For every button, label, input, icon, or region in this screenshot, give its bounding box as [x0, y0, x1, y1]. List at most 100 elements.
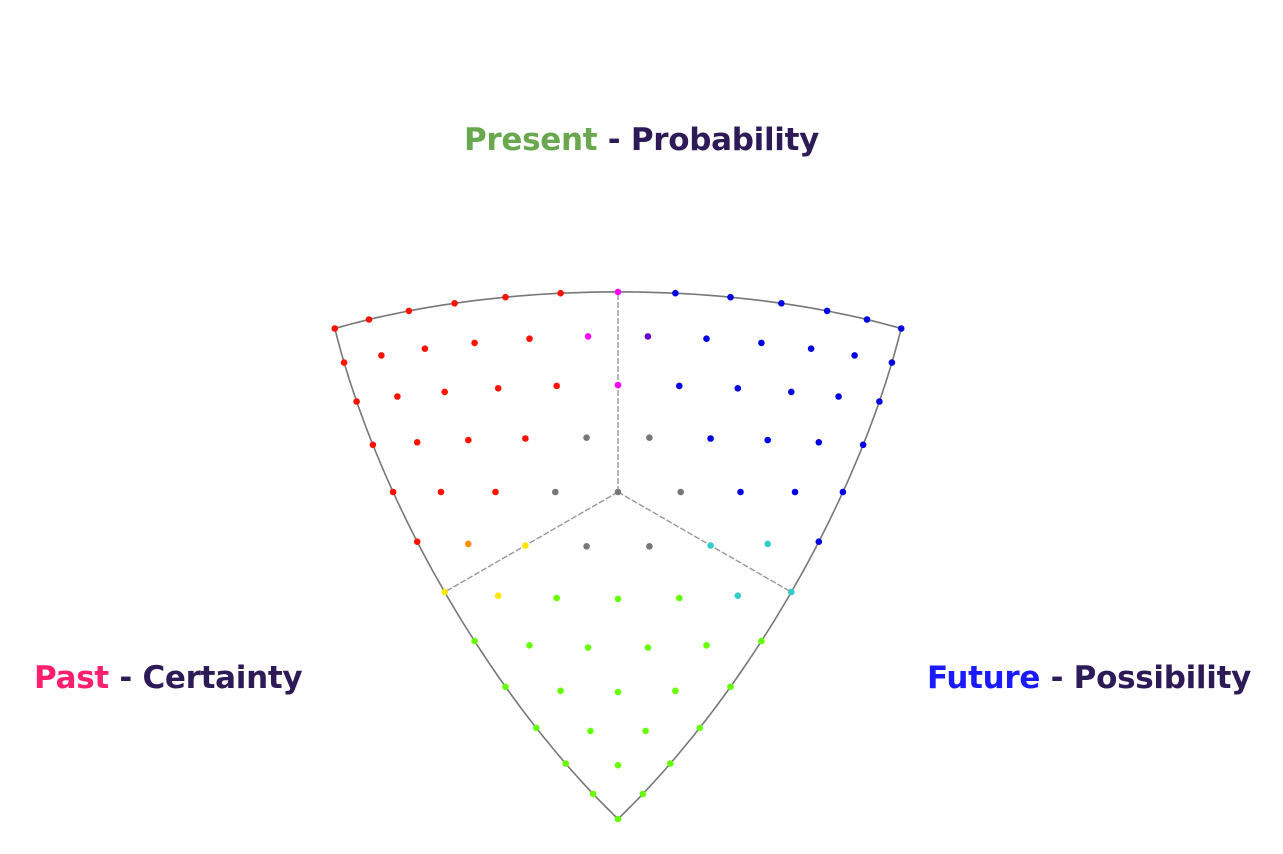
grid-dot [758, 637, 765, 645]
divider-line [617, 491, 792, 593]
grid-dot [533, 724, 540, 732]
grid-dot [677, 488, 684, 496]
grid-dot [584, 644, 592, 651]
grid-dot [897, 325, 905, 332]
grid-dot [851, 352, 858, 359]
grid-dot [471, 339, 478, 347]
grid-dot [614, 488, 622, 496]
grid-dot [562, 760, 569, 767]
label-probability: Probability [630, 122, 820, 158]
label-sep: - [108, 660, 143, 696]
label-past-certainty: Past - Certainty [34, 660, 303, 696]
grid-dot [734, 592, 742, 599]
grid-dot [734, 385, 742, 392]
grid-dot [552, 488, 559, 496]
grid-dot [672, 289, 679, 297]
grid-dot [644, 333, 652, 340]
grid-dot [764, 540, 771, 548]
label-present: Present [463, 122, 598, 158]
divider-line [444, 491, 619, 593]
grid-dot [471, 637, 478, 645]
grid-dot [557, 289, 564, 297]
grid-dot [441, 388, 449, 396]
grid-dot [353, 398, 360, 405]
label-certainty: Certainty [142, 660, 303, 696]
grid-dot [672, 687, 679, 695]
grid-dot [788, 388, 795, 396]
grid-dot [788, 588, 795, 596]
grid-dot [667, 760, 674, 767]
grid-dot [676, 594, 683, 602]
grid-dot [389, 488, 397, 496]
grid-dot [737, 488, 744, 496]
grid-dot [522, 542, 529, 549]
grid-dot [492, 488, 499, 496]
grid-dot [465, 436, 472, 444]
label-sep: - [1040, 660, 1074, 696]
grid-dot [331, 325, 339, 332]
grid-dot [583, 543, 590, 550]
label-future-possibility: Future - Possibility [927, 660, 1251, 696]
grid-dot [369, 441, 377, 449]
grid-dot [614, 688, 622, 696]
grid-dot [526, 335, 533, 343]
grid-dot [589, 790, 597, 798]
grid-dot [707, 542, 714, 549]
grid-dot [365, 316, 373, 323]
grid-dot [451, 300, 458, 307]
label-sep: - [597, 122, 631, 158]
label-past: Past [34, 660, 109, 696]
grid-dot [614, 815, 622, 823]
grid-dot [413, 439, 421, 446]
grid-dot [639, 790, 647, 798]
grid-dot [676, 382, 683, 390]
label-future: Future [927, 660, 1041, 696]
grid-dot [859, 441, 867, 449]
grid-dot [815, 538, 823, 545]
grid-dot [340, 359, 348, 366]
grid-dot [614, 288, 622, 296]
grid-dot [758, 339, 765, 347]
grid-dot [863, 316, 871, 323]
grid-dot [815, 439, 823, 446]
grid-dot [642, 727, 649, 735]
grid-dot [823, 307, 831, 315]
grid-dot [727, 683, 734, 691]
grid-dot [764, 436, 771, 444]
grid-dot [644, 644, 652, 651]
grid-dot [584, 333, 592, 340]
grid-dot [526, 642, 533, 649]
grid-dot [413, 538, 421, 545]
grid-dot [421, 345, 429, 353]
grid-dot [888, 359, 896, 366]
grid-dot [587, 727, 594, 735]
grid-dot [614, 595, 622, 603]
grid-dot [703, 642, 710, 649]
grid-dot [835, 393, 842, 400]
grid-dot [553, 382, 560, 390]
grid-dot [553, 594, 560, 602]
grid-dot [494, 385, 502, 392]
grid-dot [465, 540, 472, 548]
grid-dot [614, 761, 622, 769]
grid-dot [646, 543, 653, 550]
grid-dot [839, 488, 847, 496]
grid-dot [502, 683, 509, 691]
label-present-probability: Present - Probability [0, 122, 1283, 158]
grid-dot [807, 345, 815, 353]
grid-dot [522, 435, 529, 442]
grid-dot [696, 724, 703, 732]
label-possibility: Possibility [1073, 660, 1252, 696]
grid-dot [502, 293, 509, 301]
grid-dot [405, 307, 413, 315]
grid-dot [703, 335, 710, 343]
grid-dot [494, 592, 502, 599]
grid-dot [778, 300, 785, 307]
grid-dot [557, 687, 564, 695]
grid-dot [876, 398, 883, 405]
grid-dot [791, 488, 799, 496]
grid-dot [614, 381, 622, 389]
grid-dot [441, 588, 449, 596]
grid-dot [727, 293, 734, 301]
